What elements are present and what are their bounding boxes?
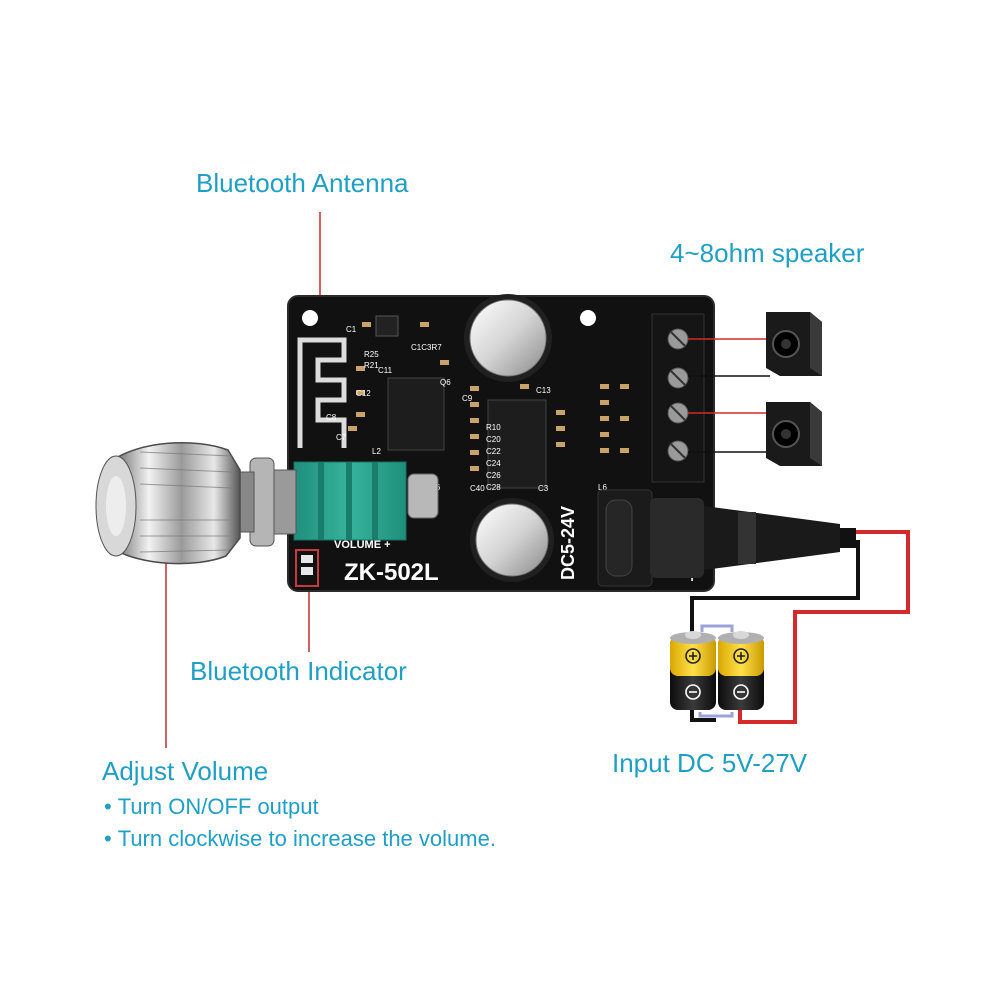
speaker-wires: [688, 338, 770, 453]
svg-text:C24: C24: [486, 459, 501, 468]
svg-text:C40: C40: [470, 484, 485, 493]
svg-text:C22: C22: [486, 447, 501, 456]
volume-knob: [95, 441, 297, 565]
speaker-label: 4~8ohm speaker: [670, 238, 865, 268]
battery-icon-2: [718, 631, 764, 710]
capacitor-bottom: [470, 498, 554, 582]
input-voltage-label: Input DC 5V-27V: [612, 748, 808, 778]
svg-text:C11: C11: [378, 366, 393, 375]
svg-text:C20: C20: [486, 435, 501, 444]
volume-note-2: Turn clockwise to increase the volume.: [104, 826, 496, 852]
bluetooth-indicator-led: [295, 549, 319, 587]
svg-text:C3: C3: [538, 484, 549, 493]
svg-text:C28: C28: [486, 483, 501, 492]
svg-text:R10: R10: [486, 423, 501, 432]
speaker-icon: [766, 312, 822, 376]
svg-text:C8: C8: [326, 413, 337, 422]
battery-icon: [670, 631, 716, 710]
speaker-terminal-block: [651, 313, 705, 483]
dc-jack: [597, 489, 856, 587]
board-model-label: ZK-502L: [344, 559, 439, 586]
svg-text:Q6: Q6: [440, 378, 451, 387]
svg-text:C9: C9: [462, 394, 473, 403]
svg-text:C1: C1: [346, 325, 357, 334]
svg-text:L2: L2: [372, 447, 381, 456]
svg-text:R21: R21: [364, 361, 379, 370]
svg-text:C12: C12: [356, 389, 371, 398]
capacitor-top: [464, 294, 552, 382]
bluetooth-antenna-trace: [297, 337, 347, 448]
svg-text:C1C3R7: C1C3R7: [411, 343, 442, 352]
pot-silk-label: VOLUME +: [334, 539, 391, 551]
volume-potentiometer: [293, 461, 407, 541]
svg-text:C13: C13: [536, 386, 551, 395]
svg-text:R25: R25: [364, 350, 379, 359]
speaker-icon-2: [766, 402, 822, 466]
volume-note-1: Turn ON/OFF output: [104, 794, 319, 820]
power-wires: [690, 530, 910, 724]
bluetooth-indicator-label: Bluetooth Indicator: [190, 656, 407, 686]
svg-text:L6: L6: [598, 483, 607, 492]
svg-text:C7: C7: [336, 433, 347, 442]
adjust-volume-label: Adjust Volume: [102, 756, 269, 786]
svg-text:C26: C26: [486, 471, 501, 480]
board-voltage-label: DC5-24V: [558, 506, 578, 580]
bluetooth-antenna-label: Bluetooth Antenna: [196, 168, 409, 198]
